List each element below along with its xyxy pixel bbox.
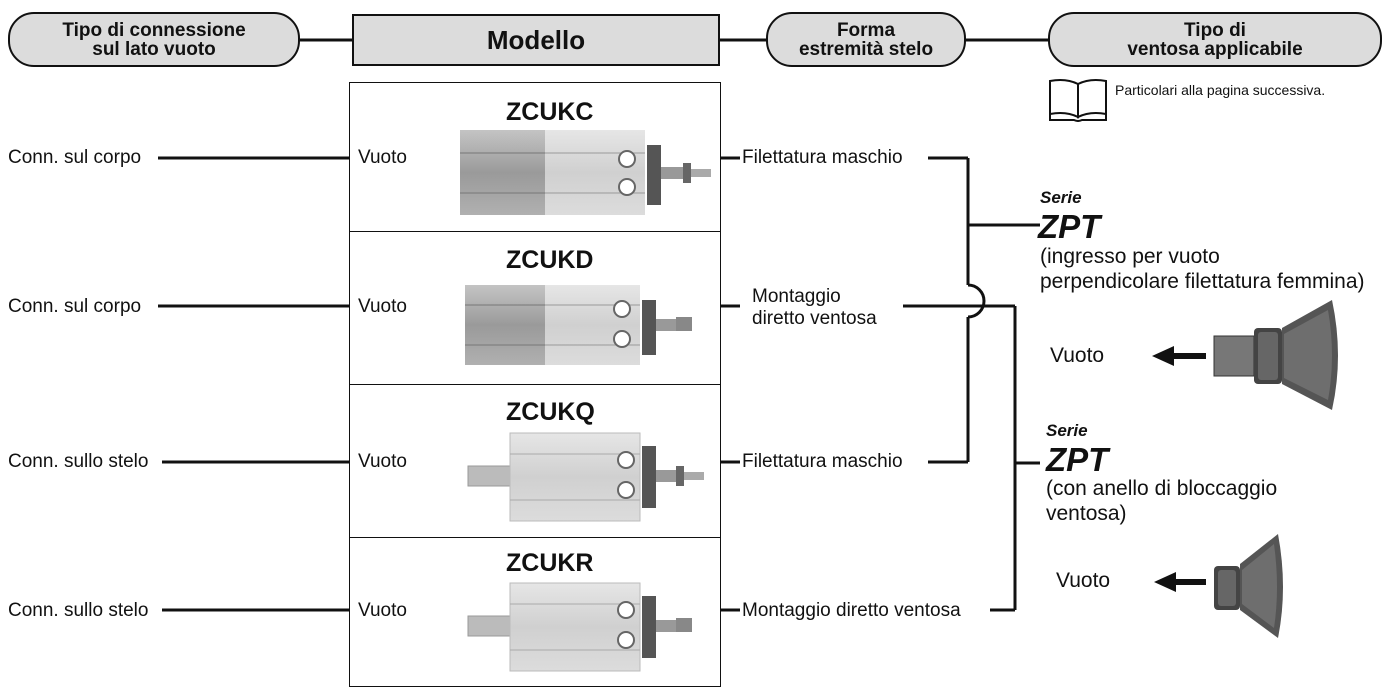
- header-pad-type: Tipo di ventosa applicabile: [1048, 12, 1382, 67]
- pad-description: (con anello di bloccaggio ventosa): [1046, 477, 1278, 525]
- header-pad-type-line2: ventosa applicabile: [1127, 38, 1303, 60]
- connection-label: Conn. sullo stelo: [8, 451, 149, 472]
- model-name: ZCUKR: [506, 549, 594, 577]
- header-connection-type: Tipo di connessione sul lato vuoto: [8, 12, 300, 67]
- connection-label: Conn. sul corpo: [8, 296, 142, 317]
- serie-label: Serie: [1046, 421, 1088, 440]
- details-note: Particolari alla pagina successiva.: [1115, 82, 1326, 98]
- book-icon: [1049, 79, 1107, 122]
- vacuum-label: Vuoto: [358, 600, 407, 621]
- vacuum-label: Vuoto: [358, 147, 407, 168]
- rod-end-label: Filettatura maschio: [742, 147, 903, 168]
- vacuum-label: Vuoto: [1056, 569, 1111, 592]
- rod-end-label: Montaggio diretto ventosa: [742, 600, 961, 621]
- header-rod-end-line1: Forma: [836, 19, 896, 41]
- cylinder-zcukq-illustration: [467, 432, 704, 522]
- rod-end-label: Montaggio diretto ventosa: [752, 286, 877, 329]
- header-rod-end: Forma estremità stelo: [766, 12, 966, 67]
- header-model: Modello: [352, 14, 720, 66]
- header-connection-type-line2: sul lato vuoto: [92, 38, 216, 60]
- suction-pad-zpt-perpendicular-illustration: [1213, 300, 1338, 410]
- header-model-label: Modello: [486, 25, 586, 55]
- rod-end-label: Filettatura maschio: [742, 451, 903, 472]
- connection-label: Conn. sul corpo: [8, 147, 142, 168]
- vacuum-label: Vuoto: [1050, 344, 1105, 367]
- serie-name: ZPT: [1046, 441, 1109, 478]
- cylinder-zcukc-illustration: [460, 130, 711, 215]
- model-name: ZCUKC: [506, 98, 594, 126]
- cylinder-zcukd-illustration: [465, 285, 692, 365]
- header-connection-type-line1: Tipo di connessione: [62, 19, 246, 41]
- arrow-left-icon: [1152, 346, 1206, 366]
- header-pad-type-line1: Tipo di: [1184, 19, 1246, 41]
- connection-label: Conn. sullo stelo: [8, 600, 149, 621]
- header-rod-end-line2: estremità stelo: [798, 38, 934, 60]
- arrow-left-icon: [1154, 572, 1206, 592]
- model-name: ZCUKQ: [506, 398, 595, 426]
- vacuum-label: Vuoto: [358, 451, 407, 472]
- serie-label: Serie: [1040, 188, 1082, 207]
- pad-description: (ingresso per vuoto perpendicolare filet…: [1040, 245, 1365, 293]
- model-name: ZCUKD: [506, 246, 594, 274]
- suction-pad-zpt-ring-illustration: [1214, 534, 1283, 638]
- serie-name: ZPT: [1038, 208, 1101, 245]
- cylinder-zcukr-illustration: [467, 582, 692, 672]
- vacuum-label: Vuoto: [358, 296, 407, 317]
